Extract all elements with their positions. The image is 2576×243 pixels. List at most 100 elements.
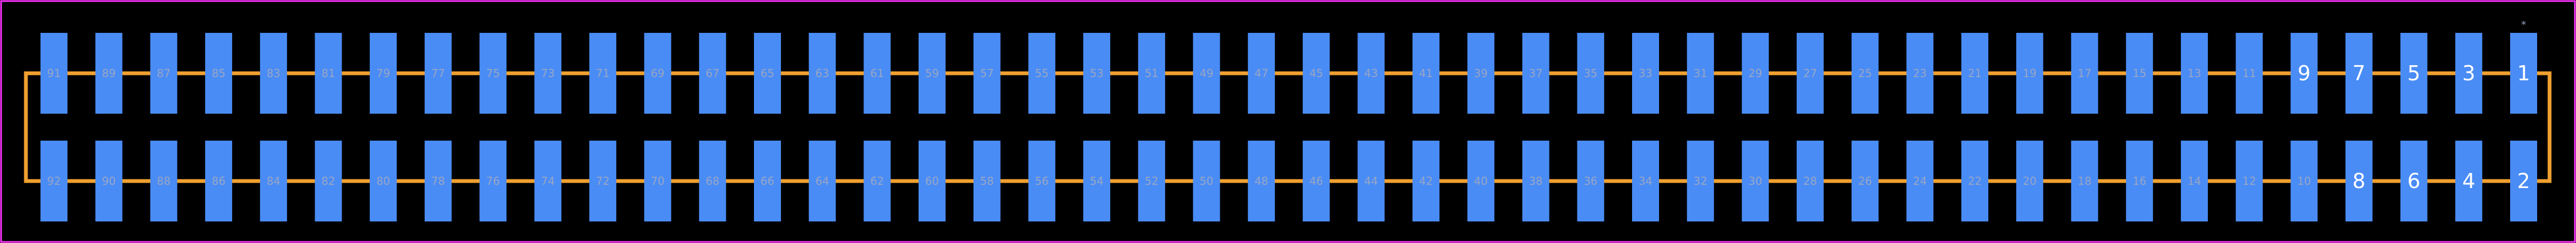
pad-label-42: 42 [1419,175,1432,188]
pad-label-52: 52 [1145,175,1158,188]
pad-6 [2400,141,2428,221]
pad-44 [1357,141,1385,221]
pad-label-29: 29 [1749,67,1762,80]
pad-47 [1248,33,1275,114]
pad-20 [2016,141,2043,221]
pad-75 [479,33,507,114]
pad-label-63: 63 [815,67,829,80]
pad-label-4: 4 [2462,169,2475,193]
pad-label-77: 77 [431,67,445,80]
pad-74 [534,141,562,221]
pad-label-53: 53 [1090,67,1103,80]
pad-label-79: 79 [376,67,390,80]
pad-label-12: 12 [2242,175,2256,188]
pad-46 [1302,141,1330,221]
courtyard-left-bracket [24,71,40,183]
pad-label-35: 35 [1584,67,1598,80]
pad-90 [95,141,123,221]
pad-label-56: 56 [1035,175,1049,188]
pad-label-75: 75 [486,67,500,80]
pad-55 [1028,33,1056,114]
pad-89 [95,33,123,114]
pad-label-62: 62 [871,175,884,188]
pad-label-85: 85 [212,67,225,80]
pad-25 [1851,33,1879,114]
pad-label-65: 65 [760,67,774,80]
pad-label-40: 40 [1474,175,1487,188]
pad-34 [1632,141,1659,221]
pad-73 [534,33,562,114]
pad-label-69: 69 [651,67,664,80]
pad-label-81: 81 [322,67,335,80]
pad-85 [205,33,233,114]
pad-80 [370,141,397,221]
pad-label-33: 33 [1639,67,1652,80]
pad-31 [1687,33,1714,114]
pad-label-30: 30 [1749,175,1762,188]
pad-77 [424,33,452,114]
pad-label-78: 78 [431,175,445,188]
pad-37 [1522,33,1549,114]
pad-68 [699,141,726,221]
pad-label-38: 38 [1529,175,1542,188]
pad-57 [973,33,1001,114]
pad-label-39: 39 [1474,67,1487,80]
pad-label-28: 28 [1803,175,1817,188]
pad-83 [260,33,287,114]
pad-1 [2510,33,2537,114]
pad-10 [2290,141,2318,221]
pad-label-60: 60 [925,175,939,188]
pad-92 [40,141,67,221]
pad-56 [1028,141,1056,221]
pad-2 [2510,141,2537,221]
pad-label-80: 80 [376,175,390,188]
pad-label-7: 7 [2353,61,2366,85]
pad-label-8: 8 [2353,169,2366,193]
pad-79 [370,33,397,114]
pad-label-1: 1 [2517,61,2530,85]
pad-39 [1467,33,1494,114]
pad-label-90: 90 [102,175,115,188]
pad-label-71: 71 [596,67,609,80]
pad-label-32: 32 [1694,175,1707,188]
pad-72 [589,141,616,221]
pad-53 [1083,33,1111,114]
pad-label-61: 61 [871,67,884,80]
pad-label-57: 57 [980,67,994,80]
pad-label-44: 44 [1364,175,1378,188]
pad-label-10: 10 [2297,175,2310,188]
pad-label-26: 26 [1858,175,1872,188]
pad-label-76: 76 [486,175,500,188]
pad-22 [1961,141,1989,221]
pad-58 [973,141,1001,221]
pad-label-21: 21 [1968,67,1981,80]
pad-label-82: 82 [322,175,335,188]
pad-84 [260,141,287,221]
pad-label-25: 25 [1858,67,1872,80]
pad-label-18: 18 [2078,175,2091,188]
pad-label-48: 48 [1254,175,1268,188]
pad-51 [1138,33,1165,114]
pad-78 [424,141,452,221]
pad-label-88: 88 [157,175,171,188]
pad-label-72: 72 [596,175,609,188]
pad-label-92: 92 [47,175,60,188]
pad-82 [315,141,342,221]
pad-66 [754,141,781,221]
pad-label-31: 31 [1694,67,1707,80]
pad-63 [808,33,836,114]
pad-label-19: 19 [2023,67,2036,80]
pad-40 [1467,141,1494,221]
courtyard-outline [24,71,2552,183]
pad-label-13: 13 [2187,67,2201,80]
pad-label-67: 67 [706,67,719,80]
pad-81 [315,33,342,114]
pad-label-46: 46 [1309,175,1323,188]
pad-5 [2400,33,2428,114]
pad-label-5: 5 [2408,61,2421,85]
pad-64 [808,141,836,221]
pad-62 [864,141,891,221]
pad-52 [1138,141,1165,221]
pad-label-89: 89 [102,67,115,80]
pad-26 [1851,141,1879,221]
